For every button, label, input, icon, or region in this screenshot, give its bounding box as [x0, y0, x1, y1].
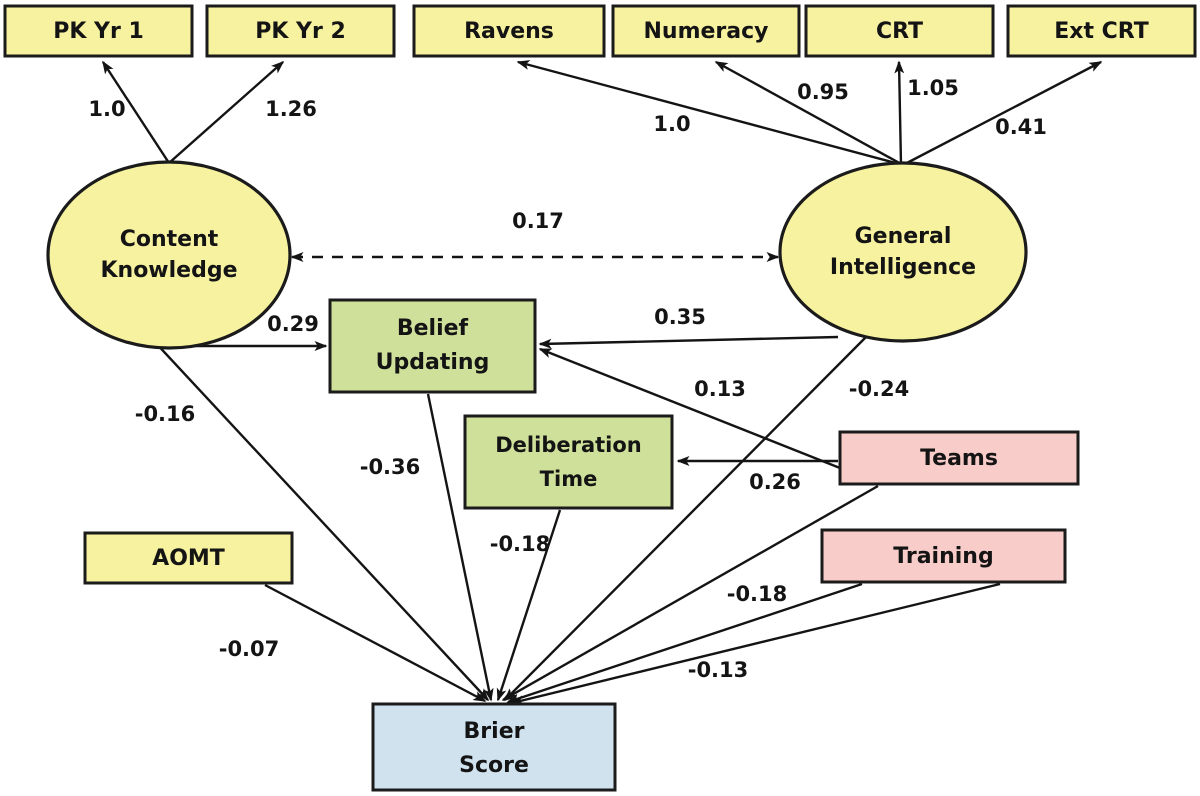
node-pk-yr-2[interactable]: PK Yr 2: [205, 4, 396, 58]
edge-training2-to-brier: [510, 582, 1001, 706]
node-content-knowledge-label-line2: Knowledge: [100, 258, 237, 283]
coef-ck-to-bu: 0.29: [267, 312, 319, 336]
node-brier-score[interactable]: Brier Score: [371, 702, 617, 792]
coef-aomt-to-brier: -0.07: [219, 637, 280, 661]
coef-gi-to-brier: -0.24: [849, 377, 910, 401]
node-ravens[interactable]: Ravens: [412, 4, 606, 58]
node-brier-score-label-line2: Score: [459, 753, 529, 778]
coef-gi-to-ext-crt: 0.41: [995, 115, 1047, 139]
node-aomt-label: AOMT: [152, 546, 225, 571]
edge-gi-to-crt: [894, 60, 905, 166]
coef-gi-to-bu: 0.35: [654, 305, 706, 329]
coef-ck-corr-gi: 0.17: [512, 209, 564, 233]
edge-ck-to-brier: [152, 339, 490, 702]
coef-ck-to-pk1: 1.0: [88, 97, 125, 121]
node-deliberation-time[interactable]: Deliberation Time: [463, 414, 674, 510]
node-training[interactable]: Training: [820, 528, 1067, 584]
node-aomt[interactable]: AOMT: [83, 531, 294, 585]
node-deliberation-time-label-line1: Deliberation: [495, 433, 642, 457]
node-content-knowledge-label-line1: Content: [120, 227, 219, 252]
node-pk-yr-1[interactable]: PK Yr 1: [3, 4, 194, 58]
edge-gi-to-ext-crt: [902, 60, 1103, 167]
node-teams-label: Teams: [920, 446, 998, 471]
node-pk-yr-2-label: PK Yr 2: [255, 19, 346, 44]
node-belief-updating-label-line2: Updating: [376, 350, 490, 375]
edge-aomt-to-brier: [264, 583, 487, 703]
edge-teams-to-brier: [501, 484, 879, 702]
node-ravens-label: Ravens: [464, 19, 554, 44]
edge-gi-to-brier: [503, 336, 867, 702]
edge-layer: General Intelligence (dashed covariance)…: [101, 60, 1103, 706]
node-training-label: Training: [893, 544, 993, 569]
edge-training-to-brier: [506, 582, 863, 704]
node-teams[interactable]: Teams: [838, 430, 1080, 486]
coef-ck-to-pk2: 1.26: [265, 97, 317, 121]
node-general-intelligence-label-line2: Intelligence: [830, 255, 976, 280]
coef-gi-to-ravens: 1.0: [653, 112, 690, 136]
node-crt-label: CRT: [876, 19, 923, 44]
edge-ck-to-pk2: [168, 61, 285, 164]
coef-training2-to-brier: -0.13: [688, 658, 749, 682]
edge-gi-to-bu: [538, 335, 839, 349]
node-deliberation-time-label-line2: Time: [540, 467, 598, 491]
edge-bu-to-brier: [426, 393, 494, 702]
node-general-intelligence-label-line1: General: [855, 224, 952, 249]
edge-gi-to-numeracy: [714, 60, 904, 167]
node-crt[interactable]: CRT: [804, 4, 995, 58]
node-ext-crt[interactable]: Ext CRT: [1006, 4, 1197, 58]
node-ext-crt-label: Ext CRT: [1054, 19, 1149, 44]
edge-ck-to-pk1: [101, 60, 171, 164]
coef-gi-to-numeracy: 0.95: [797, 80, 849, 104]
node-layer: PK Yr 1 PK Yr 2 Ravens Numeracy CRT: [3, 4, 1197, 792]
node-general-intelligence[interactable]: General Intelligence: [778, 161, 1028, 343]
node-pk-yr-1-label: PK Yr 1: [53, 19, 144, 44]
coef-ck-to-brier: -0.16: [135, 402, 196, 426]
coef-teams-to-bu: 0.13: [694, 377, 746, 401]
edge-gi-to-ravens: [516, 60, 904, 167]
coef-dt-to-brier: -0.18: [490, 532, 551, 556]
edge-teams-to-bu: [538, 347, 846, 472]
coefficient-label-layer: 1.0 1.26 1.0 0.95 1.05 0.41 0.17 0.29 0.…: [88, 76, 1047, 682]
node-belief-updating-label-line1: Belief: [397, 316, 469, 341]
coef-bu-to-brier: -0.36: [360, 455, 421, 479]
coef-gi-to-crt: 1.05: [907, 76, 959, 100]
coef-training-to-brier: -0.18: [727, 582, 788, 606]
node-numeracy[interactable]: Numeracy: [611, 4, 801, 58]
node-content-knowledge[interactable]: Content Knowledge: [46, 160, 292, 350]
edge-dt-to-brier: [496, 509, 562, 702]
coef-teams-to-brier: 0.26: [749, 470, 801, 494]
node-brier-score-label-line1: Brier: [464, 719, 525, 744]
node-numeracy-label: Numeracy: [644, 19, 769, 44]
node-belief-updating[interactable]: Belief Updating: [328, 298, 537, 394]
